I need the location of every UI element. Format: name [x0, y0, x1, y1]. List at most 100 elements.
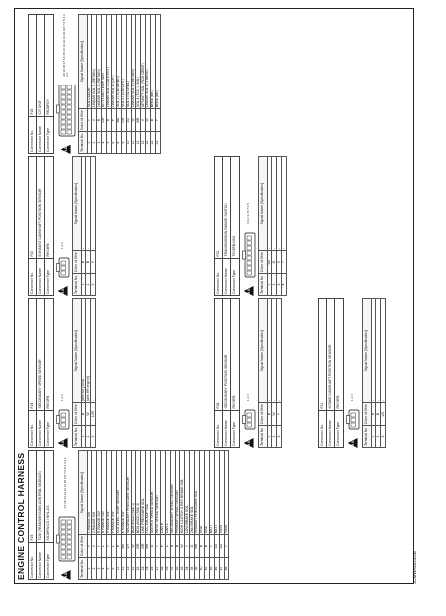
- header-value: F24: [28, 298, 37, 411]
- header-label: Connector No.: [28, 542, 37, 580]
- col-terminal-no: Terminal No.: [72, 425, 82, 448]
- connector-icon-row: H.S.16 15 14 13 12 11 10 9 8 7 6 5 4 3 2…: [55, 450, 76, 580]
- sheet-title: ENGINE CONTROL HARNESS: [16, 452, 26, 580]
- header-value: RK28FGY: [44, 14, 54, 117]
- hs-badge: H.S.: [348, 438, 358, 448]
- header-value: INTAKE CAMSHAFT POSITION SENSOR: [326, 298, 335, 411]
- header-value: TRANSMISSION RANGE SWITCH: [222, 156, 231, 259]
- header-label: Connector No.: [28, 410, 37, 448]
- wire-color: Y: [224, 534, 229, 558]
- pin-numbers: 1 2 3: [60, 394, 65, 401]
- wire-color: Y: [155, 108, 161, 132]
- header-label: Connector Name: [36, 410, 45, 448]
- header-label: Connector Name: [36, 116, 45, 154]
- terminal-no: 4: [281, 273, 287, 296]
- col-wire-color: Color of Wire: [258, 402, 268, 426]
- col-wire-color: Color of Wire: [72, 250, 82, 274]
- header-label: Connector Type: [44, 410, 54, 448]
- header-label: Connector Name: [222, 258, 231, 296]
- terminal-no: 3: [90, 273, 96, 296]
- terminal-no: 3: [276, 425, 282, 448]
- hs-badge: H.S.: [61, 145, 71, 154]
- connector-face-icon: [55, 84, 75, 137]
- header-value: RH03FB: [334, 298, 344, 411]
- connector-icon-row: H.S.1 2 3: [241, 298, 256, 448]
- hs-badge: H.S.: [58, 286, 68, 296]
- header-label: Connector Name: [36, 542, 45, 580]
- col-signal-name: Signal Name [Specification]: [362, 298, 372, 403]
- connector-face-icon: [55, 516, 75, 562]
- wire-color: Y: [276, 402, 282, 426]
- pin-numbers: 4 3 2 1 / 8 7 6 5: [246, 203, 251, 224]
- wire-color: V: [90, 250, 96, 274]
- header-label: Connector Type: [44, 116, 54, 154]
- header-label: Connector Type: [230, 410, 240, 448]
- connector-icon-row: H.S. 1 2 3: [55, 298, 70, 448]
- col-signal-name: Signal Name [Specification]: [258, 298, 268, 403]
- wire-color: LG: [380, 402, 386, 426]
- connector-icon-row: H.S.4 3 2 1 / 8 7 6 5: [241, 156, 256, 296]
- col-terminal-no: Terminal No.: [78, 131, 88, 154]
- header-value: F21: [318, 298, 327, 411]
- hs-badge: H.S.: [61, 570, 71, 580]
- header-label: Connector Name: [36, 258, 45, 296]
- terminal-no: 23: [155, 131, 161, 154]
- hs-badge: H.S.: [58, 438, 68, 448]
- signal-name: -: [281, 156, 287, 251]
- pin-numbers: 1 2 3: [60, 242, 65, 249]
- header-value: F23: [28, 450, 37, 543]
- col-wire-color: Color of Wire: [258, 250, 268, 274]
- signal-name: -: [90, 156, 96, 251]
- header-value: NS16FW-CS / NHL-CS: [44, 450, 54, 543]
- header-label: Connector Type: [44, 542, 54, 580]
- connector-icon-row: H.S.20 19 18 17 16 15 14 13 12 11 10 9 8…: [55, 14, 76, 154]
- connector-icon-row: H.S. 1 2 3: [55, 156, 70, 296]
- col-wire-color: Color of Wire: [78, 108, 88, 132]
- header-label: Connector Name: [222, 410, 231, 448]
- col-signal-name: Signal Name [Specification]: [78, 14, 88, 109]
- header-label: Connector No.: [318, 410, 327, 448]
- header-value: TK05FB-NS4: [230, 156, 240, 259]
- col-signal-name: Signal Name [Specification]: [72, 156, 82, 251]
- col-wire-color: Color of Wire: [78, 534, 88, 558]
- header-value: RH03FB: [230, 298, 240, 411]
- header-label: Connector No.: [28, 116, 37, 154]
- connector-face-icon: [241, 409, 255, 430]
- col-terminal-no: Terminal No.: [362, 425, 372, 448]
- col-terminal-no: Terminal No.: [72, 273, 82, 296]
- col-terminal-no: Terminal No.: [258, 273, 268, 296]
- hs-badge: H.S.: [244, 438, 254, 448]
- signal-name: -: [380, 298, 386, 403]
- signal-name: -: [90, 298, 96, 403]
- header-value: SECONDARY SPEED SENSOR: [36, 298, 45, 411]
- header-label: Connector Type: [44, 258, 54, 296]
- header-value: RH03FB: [44, 156, 54, 259]
- header-value: TCM (TRANSMISSION CONTROL MODULE): [36, 450, 45, 543]
- header-value: RK03FB: [44, 298, 54, 411]
- header-label: Connector No.: [214, 410, 223, 448]
- connector-icon-row: H.S.1 2 3: [345, 298, 360, 448]
